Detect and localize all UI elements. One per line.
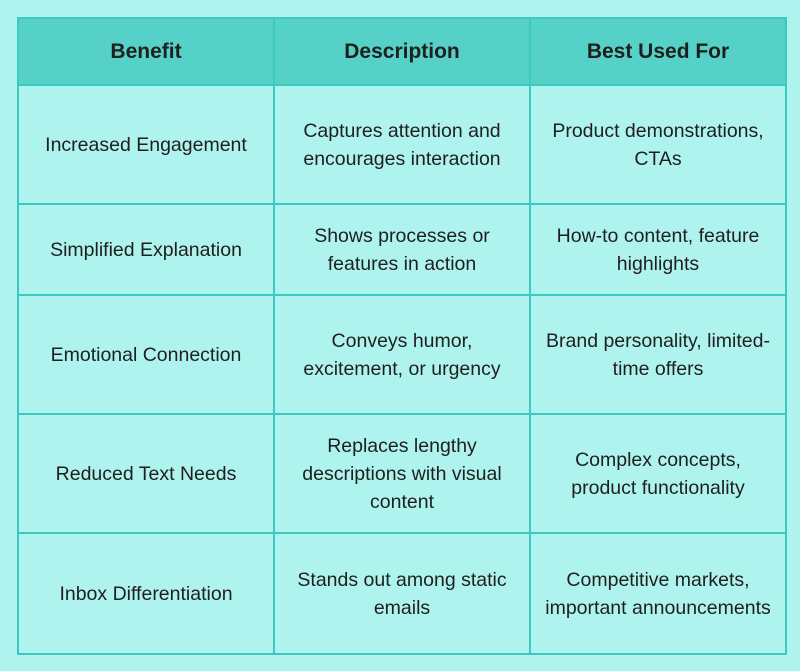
description-cell: Shows processes or features in action	[273, 203, 531, 296]
column-header-description: Description	[273, 17, 531, 86]
description-cell: Conveys humor, excitement, or urgency	[273, 294, 531, 415]
best-used-for-cell: Brand personality, limited-time offers	[529, 294, 787, 415]
benefits-table-container: Benefit Description Best Used For Increa…	[17, 17, 787, 655]
benefit-cell: Emotional Connection	[17, 294, 275, 415]
best-used-for-cell: Complex concepts, product functionality	[529, 413, 787, 534]
benefit-cell: Reduced Text Needs	[17, 413, 275, 534]
benefits-table: Benefit Description Best Used For Increa…	[17, 17, 787, 655]
table-header: Benefit Description Best Used For	[17, 17, 787, 86]
best-used-for-cell: How-to content, feature highlights	[529, 203, 787, 296]
best-used-for-cell: Product demonstrations, CTAs	[529, 84, 787, 205]
benefit-cell: Simplified Explanation	[17, 203, 275, 296]
table-row: Inbox Differentiation Stands out among s…	[17, 532, 787, 655]
table-row: Simplified Explanation Shows processes o…	[17, 203, 787, 296]
table-row: Emotional Connection Conveys humor, exci…	[17, 294, 787, 415]
table-row: Increased Engagement Captures attention …	[17, 84, 787, 205]
best-used-for-cell: Competitive markets, important announcem…	[529, 532, 787, 655]
column-header-best-used-for: Best Used For	[529, 17, 787, 86]
description-cell: Stands out among static emails	[273, 532, 531, 655]
benefit-cell: Inbox Differentiation	[17, 532, 275, 655]
header-row: Benefit Description Best Used For	[17, 17, 787, 86]
table-row: Reduced Text Needs Replaces lengthy desc…	[17, 413, 787, 534]
column-header-benefit: Benefit	[17, 17, 275, 86]
description-cell: Replaces lengthy descriptions with visua…	[273, 413, 531, 534]
description-cell: Captures attention and encourages intera…	[273, 84, 531, 205]
table-body: Increased Engagement Captures attention …	[17, 84, 787, 655]
benefit-cell: Increased Engagement	[17, 84, 275, 205]
